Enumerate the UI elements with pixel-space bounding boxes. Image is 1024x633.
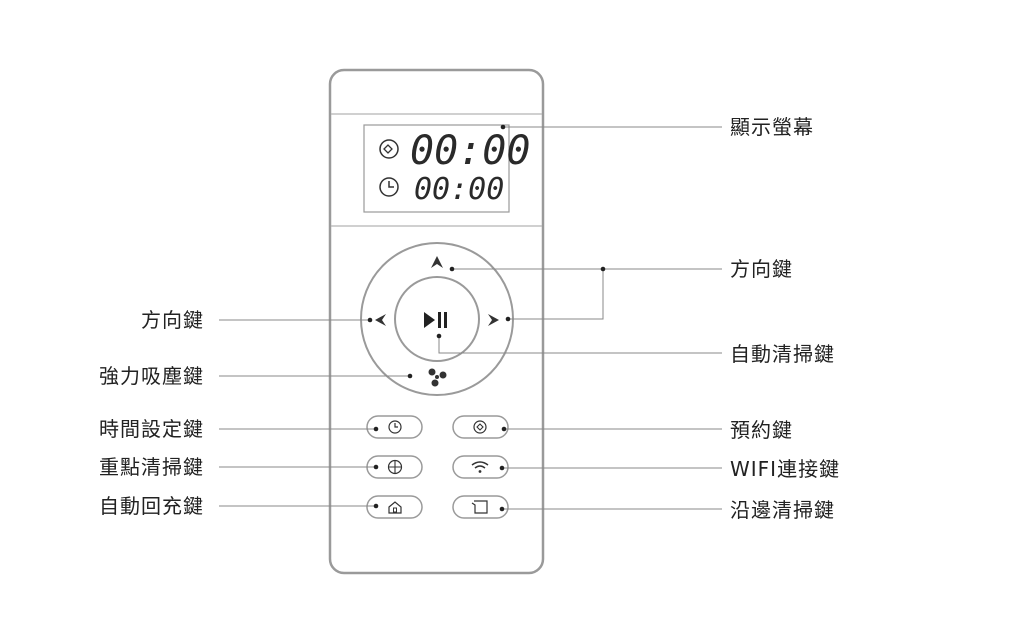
schedule-icon [379, 139, 399, 159]
clock-icon [379, 177, 399, 197]
arrow-up-icon[interactable] [431, 256, 443, 268]
clock-icon [388, 420, 402, 434]
label-auto-recharge: 自動回充鍵 [99, 494, 204, 518]
label-edge-clean: 沿邊清掃鍵 [730, 498, 835, 522]
label-suction-power: 強力吸塵鍵 [99, 364, 204, 388]
home-icon [388, 501, 402, 514]
edge-icon [471, 500, 488, 514]
time-setting-button[interactable] [366, 415, 423, 439]
label-wifi-connect: WIFI連接鍵 [730, 457, 840, 481]
display-line-1: 00:00 [410, 128, 530, 174]
label-direction-left: 方向鍵 [141, 308, 204, 332]
label-direction-right: 方向鍵 [730, 257, 793, 281]
wifi-icon [471, 461, 489, 473]
arrow-right-icon[interactable] [488, 314, 499, 326]
label-schedule: 預約鍵 [730, 418, 793, 442]
crosshair-icon [387, 459, 403, 475]
fan-icon[interactable] [428, 368, 447, 387]
dpad[interactable] [360, 242, 514, 396]
schedule-button[interactable] [452, 415, 509, 439]
label-spot-clean: 重點清掃鍵 [99, 455, 204, 479]
label-time-setting: 時間設定鍵 [99, 417, 204, 441]
play-pause-button[interactable] [394, 276, 480, 362]
wifi-button[interactable] [452, 455, 509, 479]
display-line-2: 00:00 [414, 172, 504, 207]
leader-lines [219, 126, 722, 510]
play-pause-icon[interactable] [424, 312, 447, 328]
label-auto-clean: 自動清掃鍵 [730, 342, 835, 366]
schedule-icon [473, 420, 487, 434]
leader-dots [367, 124, 606, 512]
edge-clean-button[interactable] [452, 495, 509, 519]
display-screen: 00:00 00:00 [363, 124, 530, 213]
arrow-left-icon[interactable] [375, 314, 386, 326]
label-display-screen: 顯示螢幕 [730, 115, 814, 139]
auto-recharge-button[interactable] [366, 495, 423, 519]
